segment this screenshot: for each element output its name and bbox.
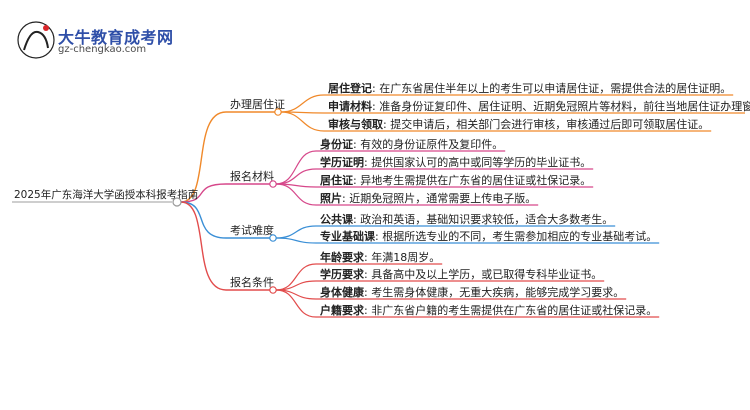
mindmap-edges xyxy=(12,94,745,318)
leaf-text: 政治和英语，基础知识要求较低，适合大多数考生。 xyxy=(360,212,613,226)
leaf-key: 公共课 xyxy=(320,212,354,226)
leaf-key: 居住登记 xyxy=(328,81,372,95)
leaf-separator: : xyxy=(364,304,371,317)
leaf-edge xyxy=(275,225,317,239)
leaf-separator: : xyxy=(353,174,360,187)
leaf-key: 身份证 xyxy=(320,137,353,151)
branch-label: 报名材料 xyxy=(230,169,274,183)
leaf-key: 申请材料 xyxy=(328,99,372,113)
leaf-label: 学历要求: 具备高中及以上学历，或已取得专科毕业证书。 xyxy=(320,267,602,281)
leaf-edge xyxy=(275,237,317,244)
leaf-label: 身体健康: 考生需身体健康，无重大疾病，能够完成学习要求。 xyxy=(320,285,624,299)
branch-connector-icon[interactable] xyxy=(269,180,277,188)
leaf-edge xyxy=(275,150,317,185)
leaf-key: 照片 xyxy=(320,191,342,205)
leaf-key: 审核与领取 xyxy=(328,117,383,131)
site-logo[interactable]: 大牛教育成考网 gz-chengkao.com xyxy=(8,6,248,59)
branch-edge xyxy=(180,111,227,203)
leaf-separator: : xyxy=(383,118,390,131)
leaf-separator: : xyxy=(364,268,371,281)
leaf-separator: : xyxy=(353,138,360,151)
leaf-edge xyxy=(280,94,325,113)
leaf-label: 居住证: 异地考生需提供在广东省的居住证或社保记录。 xyxy=(320,173,591,187)
root-label: 2025年广东海洋大学函授本科报考指南 xyxy=(14,188,198,201)
logo-title: 大牛教育成考网 xyxy=(58,28,174,47)
leaf-label: 身份证: 有效的身份证原件及复印件。 xyxy=(320,137,503,151)
logo-mark-icon xyxy=(17,21,55,59)
leaf-label: 照片: 近期免冠照片，通常需要上传电子版。 xyxy=(320,191,536,205)
leaf-separator: : xyxy=(364,251,371,264)
mindmap-nodes: 2025年广东海洋大学函授本科报考指南 办理居住证 居住登记: 在广东省居住半年以上… xyxy=(14,81,750,317)
branch-edge xyxy=(180,201,227,291)
leaf-edge xyxy=(275,168,317,185)
leaf-separator: : xyxy=(364,156,371,169)
leaf-text: 准备身份证复印件、居住证明、近期免冠照片等材料，前往当地居住证办理窗口提交申请。 xyxy=(379,99,750,113)
leaf-key: 学历要求 xyxy=(320,267,365,281)
leaf-key: 专业基础课 xyxy=(320,229,376,243)
leaf-text: 提供国家认可的高中或同等学历的毕业证书。 xyxy=(371,155,591,169)
leaf-separator: : xyxy=(353,213,360,226)
leaf-label: 公共课: 政治和英语，基础知识要求较低，适合大多数考生。 xyxy=(320,212,613,226)
leaf-text: 具备高中及以上学历，或已取得专科毕业证书。 xyxy=(371,267,602,281)
branch-edge xyxy=(180,201,227,239)
leaf-label: 年龄要求: 年满18周岁。 xyxy=(320,250,440,264)
root-connector-icon[interactable] xyxy=(172,197,182,207)
leaf-edge xyxy=(280,111,325,132)
leaf-text: 非广东省户籍的考生需提供在广东省的居住证或社保记录。 xyxy=(371,303,657,317)
leaf-label: 户籍要求: 非广东省户籍的考生需提供在广东省的居住证或社保记录。 xyxy=(320,303,657,317)
leaf-text: 异地考生需提供在广东省的居住证或社保记录。 xyxy=(360,173,591,187)
leaf-separator: : xyxy=(364,286,371,299)
leaf-text: 有效的身份证原件及复印件。 xyxy=(360,137,503,151)
branch-label: 考试难度 xyxy=(230,223,274,237)
branch-label: 报名条件 xyxy=(230,275,274,289)
leaf-key: 户籍要求 xyxy=(320,303,365,317)
leaf-key: 年龄要求 xyxy=(320,250,365,264)
leaf-label: 专业基础课: 根据所选专业的不同，考生需参加相应的专业基础考试。 xyxy=(320,229,657,243)
leaf-separator: : xyxy=(342,192,349,205)
branch-edge xyxy=(180,183,227,203)
leaf-text: 提交申请后，相关部门会进行审核，审核通过后即可领取居住证。 xyxy=(390,117,709,131)
leaf-edge xyxy=(275,183,317,206)
branch-connector-icon[interactable] xyxy=(269,286,277,294)
branch-connector-icon[interactable] xyxy=(274,108,282,116)
leaf-separator: : xyxy=(375,230,382,243)
leaf-text: 近期免冠照片，通常需要上传电子版。 xyxy=(349,191,536,205)
leaf-separator: : xyxy=(372,82,379,95)
leaf-text: 根据所选专业的不同，考生需参加相应的专业基础考试。 xyxy=(382,229,657,243)
leaf-text: 在广东省居住半年以上的考生可以申请居住证，需提供合法的居住证明。 xyxy=(379,81,731,95)
logo-url: gz-chengkao.com xyxy=(58,44,147,55)
leaf-separator: : xyxy=(372,100,379,113)
leaf-edge xyxy=(275,289,317,318)
branch-label: 办理居住证 xyxy=(230,97,285,111)
leaf-text: 年满18周岁。 xyxy=(371,250,440,264)
branch-connector-icon[interactable] xyxy=(269,234,277,242)
leaf-text: 考生需身体健康，无重大疾病，能够完成学习要求。 xyxy=(371,285,624,299)
leaf-key: 居住证 xyxy=(320,173,353,187)
leaf-label: 申请材料: 准备身份证复印件、居住证明、近期免冠照片等材料，前往当地居住证办理窗… xyxy=(328,99,750,113)
leaf-label: 居住登记: 在广东省居住半年以上的考生可以申请居住证，需提供合法的居住证明。 xyxy=(328,81,731,95)
leaf-key: 身体健康 xyxy=(320,285,365,299)
leaf-label: 审核与领取: 提交申请后，相关部门会进行审核，审核通过后即可领取居住证。 xyxy=(328,117,709,131)
leaf-key: 学历证明 xyxy=(320,155,364,169)
leaf-label: 学历证明: 提供国家认可的高中或同等学历的毕业证书。 xyxy=(320,155,591,169)
